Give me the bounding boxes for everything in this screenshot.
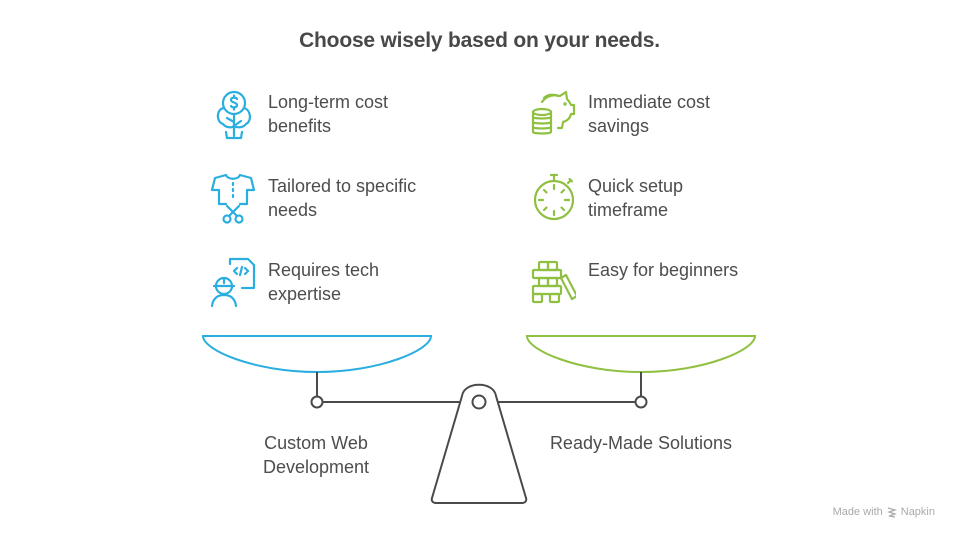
right-item-3-text: Easy for beginners <box>588 260 739 280</box>
right-item-2-text: Quick setup timeframe <box>588 176 684 220</box>
right-item-2: Quick setup timeframe <box>530 172 758 224</box>
stopwatch-icon <box>533 173 575 221</box>
right-item-3: Easy for beginners <box>530 256 758 308</box>
building-blocks-icon <box>531 260 576 304</box>
right-pan <box>525 335 757 374</box>
developer-code-icon <box>210 257 256 308</box>
piggy-bank-coins-icon <box>531 90 576 135</box>
left-item-1-text: Long-term cost benefits <box>268 92 389 136</box>
right-item-1-text: Immediate cost savings <box>588 92 711 136</box>
made-with-text: Made with <box>832 506 883 518</box>
money-tree-icon <box>216 90 251 140</box>
napkin-brand-text: Napkin <box>900 506 935 518</box>
right-pivot <box>634 395 648 409</box>
left-option-label: Custom Web Development <box>262 433 370 477</box>
left-item-2: Tailored to specific needs <box>210 172 438 224</box>
shirt-scissors-icon <box>210 173 256 224</box>
fulcrum <box>430 383 528 504</box>
center-pivot <box>471 394 487 410</box>
left-item-3-text: Requires tech expertise <box>268 260 380 304</box>
left-item-3: Requires tech expertise <box>210 256 438 308</box>
left-pan <box>201 335 433 374</box>
right-item-1: Immediate cost savings <box>530 88 758 140</box>
right-option-label: Ready-Made Solutions <box>549 433 733 453</box>
napkin-logo-icon <box>886 506 897 518</box>
left-pivot <box>310 395 324 409</box>
left-item-1: Long-term cost benefits <box>210 88 438 140</box>
napkin-watermark: Made with Napkin <box>833 506 935 518</box>
left-item-2-text: Tailored to specific needs <box>268 176 417 220</box>
diagram-title: Choose wisely based on your needs. <box>299 29 660 52</box>
